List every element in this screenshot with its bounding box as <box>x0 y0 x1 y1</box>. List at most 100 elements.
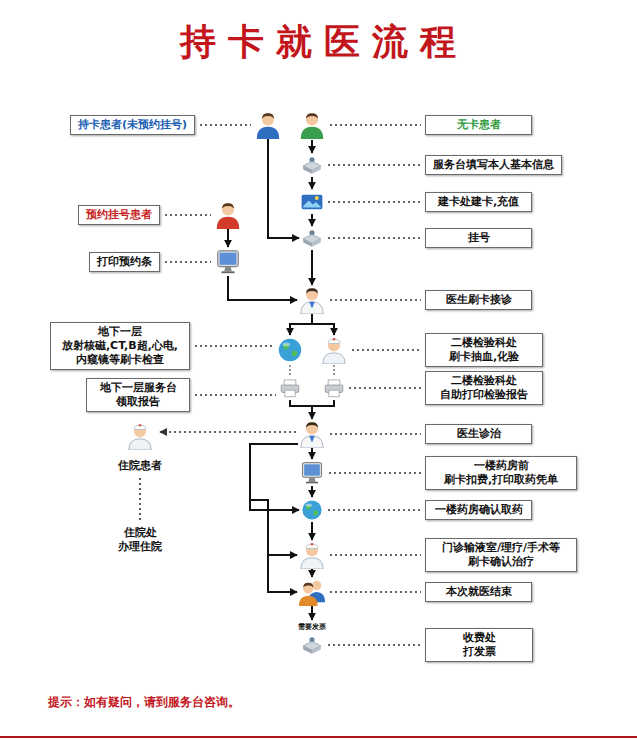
step-text: 打印预约条 <box>97 255 152 269</box>
flow-arrow <box>311 448 313 459</box>
leader-line <box>195 394 276 396</box>
flow-arrow <box>333 323 335 335</box>
dashed-link <box>333 365 335 376</box>
patient-icon <box>257 113 279 139</box>
flow-arrow <box>311 522 313 540</box>
step-box: 持卡患者(未预约挂号) <box>70 115 195 135</box>
leader-line <box>139 478 141 522</box>
note-text: 住院处 办理住院 <box>109 526 171 555</box>
flow-line <box>290 314 334 324</box>
leader-line <box>328 644 421 646</box>
step-box: 挂号 <box>425 228 532 248</box>
leader-line <box>352 349 421 351</box>
flow-arrows <box>228 139 334 620</box>
nurse-icon <box>129 424 151 450</box>
doctor-icon <box>301 422 323 448</box>
step-text: 建卡处建卡,充值 <box>433 195 524 209</box>
flow-line <box>290 400 334 406</box>
leader-line <box>330 433 421 435</box>
flow-arrow <box>311 569 313 577</box>
dashed-links <box>290 365 334 376</box>
note-text: 住院患者 <box>118 459 162 473</box>
step-box: 地下一层 放射核磁,CT,B超,心电, 内窥镜等刷卡检查 <box>50 322 190 371</box>
flow-arrow <box>311 406 313 419</box>
leader-line <box>330 299 421 301</box>
bottom-rule <box>0 736 637 738</box>
step-text: 服务台填写本人基本信息 <box>433 158 554 172</box>
step-text: 一楼药房确认取药 <box>433 503 524 517</box>
step-box: 打印预约条 <box>89 252 160 272</box>
leader-line <box>329 472 421 474</box>
leader-line <box>328 164 421 166</box>
step-box: 一楼药房前 刷卡扣费,打印取药凭单 <box>425 456 577 491</box>
leader-line <box>328 509 421 511</box>
patients-icon <box>299 581 325 606</box>
desk-icon <box>303 157 321 174</box>
step-box: 无卡患者 <box>425 115 532 135</box>
flow-arrow <box>311 177 313 189</box>
flow-arrow <box>250 500 297 592</box>
flow-arrow <box>311 214 313 226</box>
page-title: 持卡就医流程 <box>168 20 468 63</box>
leader-line <box>200 124 251 126</box>
flow-arrow <box>268 139 299 238</box>
step-text: 二楼检验科处 自助打印检验报告 <box>433 374 535 403</box>
nurse-icon <box>323 338 345 364</box>
card-icon <box>302 195 323 209</box>
leader-line <box>165 214 211 216</box>
step-text: 地下一层服务台 领取报告 <box>94 381 182 410</box>
desk-icon <box>303 230 321 247</box>
step-box: 医生刷卡接诊 <box>425 290 532 310</box>
flow-arrow <box>311 140 313 153</box>
step-box: 一楼药房确认取药 <box>425 500 532 520</box>
flow-arrow <box>228 276 297 300</box>
step-box: 地下一层服务台 领取报告 <box>86 378 190 413</box>
step-box: 服务台填写本人基本信息 <box>425 155 562 175</box>
step-text: 无卡患者 <box>433 118 524 132</box>
step-text: 地下一层 放射核磁,CT,B超,心电, 内窥镜等刷卡检查 <box>58 325 182 368</box>
flow-arrow <box>311 606 313 620</box>
step-text: 本次就医结束 <box>433 585 524 599</box>
leader-line <box>195 345 273 347</box>
monitor-icon <box>218 251 239 273</box>
step-text: 医生刷卡接诊 <box>433 293 524 307</box>
step-box: 门诊输液室/理疗/手术等 刷卡确认治疗 <box>425 538 577 573</box>
nurse-icon <box>301 543 323 569</box>
note-text: 提示：如有疑问，请到服务台咨询。 <box>48 695 240 711</box>
printer-icon <box>281 380 299 397</box>
step-text: 医生诊治 <box>433 427 524 441</box>
step-text: 收费处 打发票 <box>433 631 525 660</box>
patient-icon <box>217 203 239 229</box>
desk-icon <box>303 637 321 654</box>
step-text: 一楼药房前 刷卡扣费,打印取药凭单 <box>433 459 569 488</box>
dashed-link <box>289 365 291 376</box>
leader-arrow <box>160 431 296 433</box>
leader-line <box>165 261 211 263</box>
step-text: 二楼检验科处 刷卡抽血,化验 <box>433 336 535 365</box>
leader-line <box>349 387 421 389</box>
step-box: 二楼检验科处 自助打印检验报告 <box>425 371 543 406</box>
leader-line <box>330 124 421 126</box>
leader-line <box>330 554 421 556</box>
doctor-icon <box>301 288 323 314</box>
pharmacy-icon <box>302 500 321 519</box>
step-text: 预约挂号患者 <box>86 208 152 222</box>
step-text: 门诊输液室/理疗/手术等 刷卡确认治疗 <box>433 541 569 570</box>
note-text: 需要发票 <box>298 623 326 632</box>
flow-arrow <box>268 554 297 556</box>
patient-icon <box>301 113 323 139</box>
leader-line <box>328 201 421 203</box>
step-text: 持卡患者(未预约挂号) <box>78 118 187 132</box>
flow-arrow <box>289 323 291 335</box>
step-box: 收费处 打发票 <box>425 628 533 663</box>
step-box: 建卡处建卡,充值 <box>425 192 532 212</box>
flow-arrow <box>311 486 313 497</box>
step-box: 二楼检验科处 刷卡抽血,化验 <box>425 333 543 368</box>
step-box: 医生诊治 <box>425 424 532 444</box>
step-text: 挂号 <box>433 231 524 245</box>
step-box: 本次就医结束 <box>425 582 532 602</box>
printer-icon <box>325 380 343 397</box>
flow-arrow <box>311 250 313 285</box>
monitor-icon <box>302 463 321 484</box>
